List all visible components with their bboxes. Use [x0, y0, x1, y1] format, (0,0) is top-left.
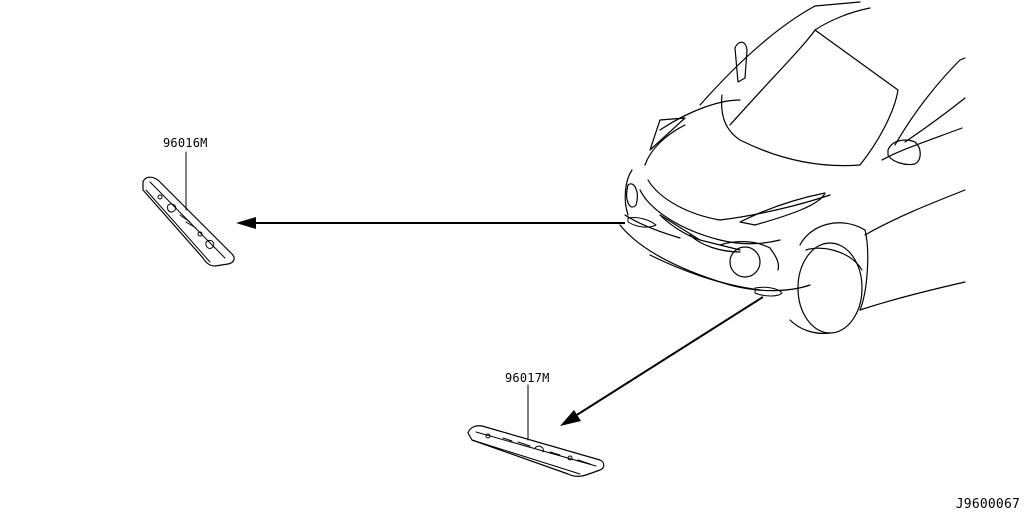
rear-emblem-part-number: 96016M [163, 136, 208, 150]
front-emblem-part-number: 96017M [505, 371, 550, 385]
rear-emblem-part [142, 176, 235, 267]
car-front-outline [619, 1, 966, 335]
drawing-code: J9600067 [956, 497, 1020, 512]
front-emblem-arrow [560, 296, 764, 426]
rear-emblem-arrow [236, 217, 625, 229]
front-emblem-part [467, 425, 605, 477]
